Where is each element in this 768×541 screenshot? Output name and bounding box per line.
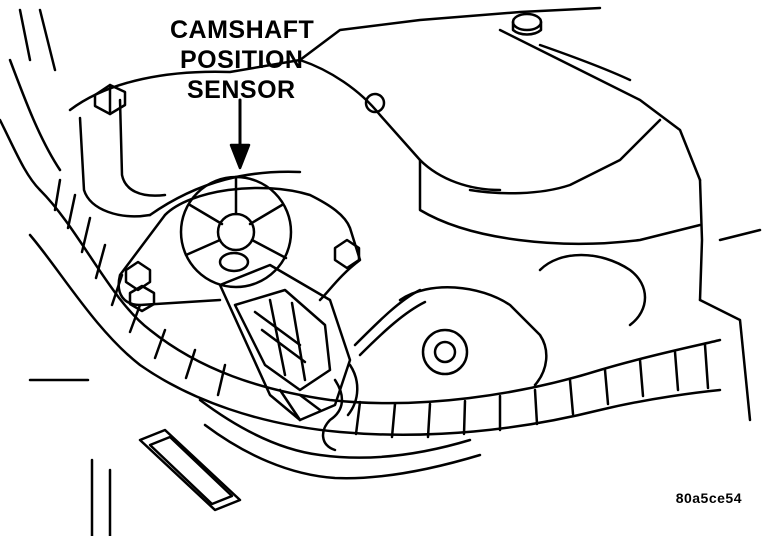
cover-mounting-hole xyxy=(366,94,384,112)
figure-code: 80a5ce54 xyxy=(675,490,742,506)
mounting-bracket-lower-left xyxy=(30,380,240,536)
callout-label-line-1: CAMSHAFT xyxy=(170,16,315,44)
flange-bolt-right xyxy=(335,240,359,268)
flange-bolt-lower-left xyxy=(130,286,154,311)
cover-bolt-top-right xyxy=(513,14,541,35)
cover-bolt-top-left xyxy=(95,85,125,114)
sensor-connector xyxy=(220,265,350,420)
camshaft-seal-boss xyxy=(400,255,645,385)
harness-branch-lower xyxy=(200,400,480,478)
sensor-wire-pigtail xyxy=(323,290,425,450)
callout-label-line-2: POSITION xyxy=(180,46,304,74)
flange-bolt-left xyxy=(126,262,150,290)
callout-arrow xyxy=(231,100,249,168)
callout-label-line-3: SENSOR xyxy=(187,76,296,104)
cylinder-head-cover xyxy=(70,8,702,300)
right-edge-details xyxy=(700,230,760,420)
wiring-harness xyxy=(30,180,720,437)
left-edge-hoses xyxy=(0,10,60,190)
